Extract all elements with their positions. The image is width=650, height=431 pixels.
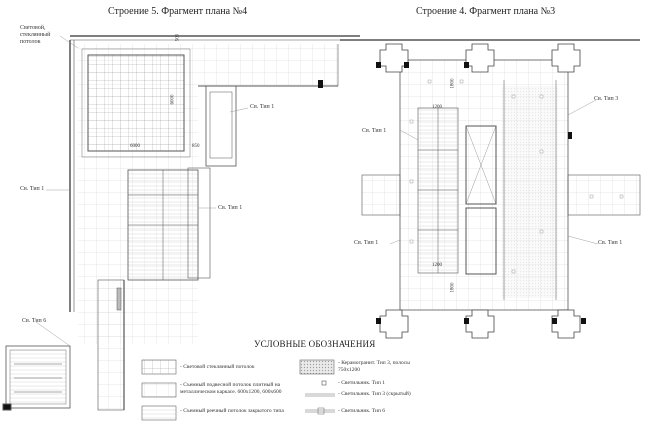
legend-item-rail-ceiling: - Съемный реечный потолок закрытого типа (180, 408, 284, 414)
dim-height: 6000 (170, 94, 176, 105)
dim-1800-bottom: 1800 (450, 282, 456, 293)
label-light-type1: Св. Тип 1 (362, 128, 387, 134)
label-light-type6: Св. Тип 6 (22, 318, 47, 324)
dim-500: 500 (175, 33, 181, 42)
label-light-type1: Св. Тип 1 (250, 104, 275, 110)
legend-item-light-type1: - Светильник. Тип 1 (338, 380, 386, 386)
legend-title: УСЛОВНЫЕ ОБОЗНАЧЕНИЯ (254, 339, 376, 349)
legend-item-ceramic: - Керамогранит. Тип 3, полосы 750х1200 (338, 360, 410, 373)
label-light-type1: Св. Тип 1 (598, 240, 623, 246)
left-plan (2, 35, 360, 411)
legend-item-suspended-ceiling: - Съемный подвесной потолок плитный на м… (180, 382, 282, 395)
legend-item-skylight: - Световой стеклянный потолок (180, 364, 255, 370)
legend-swatches (141, 359, 335, 421)
label-light-type3: Св. Тип 3 (594, 96, 619, 102)
dim-width: 6000 (130, 144, 140, 149)
title-building-4: Строение 4. Фрагмент плана №3 (416, 6, 556, 17)
dim-1200-bottom: 1200 (432, 263, 442, 268)
dim-1200-top: 1200 (432, 105, 442, 110)
label-skylight: Световой, стеклянный потолок (20, 25, 51, 45)
legend-item-light-type6: - Светильник. Тип 6 (338, 408, 386, 414)
label-light-type1: Св. Тип 1 (218, 205, 243, 211)
right-plan (340, 39, 641, 339)
dim-1800-top: 1800 (450, 78, 456, 89)
legend-item-light-type3: - Светильник. Тип 3 (скрытый) (338, 391, 411, 397)
dim-850: 850 (192, 144, 200, 149)
label-light-type1: Св. Тип 1 (20, 186, 45, 192)
label-light-type1: Св. Тип 1 (354, 240, 379, 246)
title-building-5: Строение 5. Фрагмент плана №4 (108, 6, 248, 17)
